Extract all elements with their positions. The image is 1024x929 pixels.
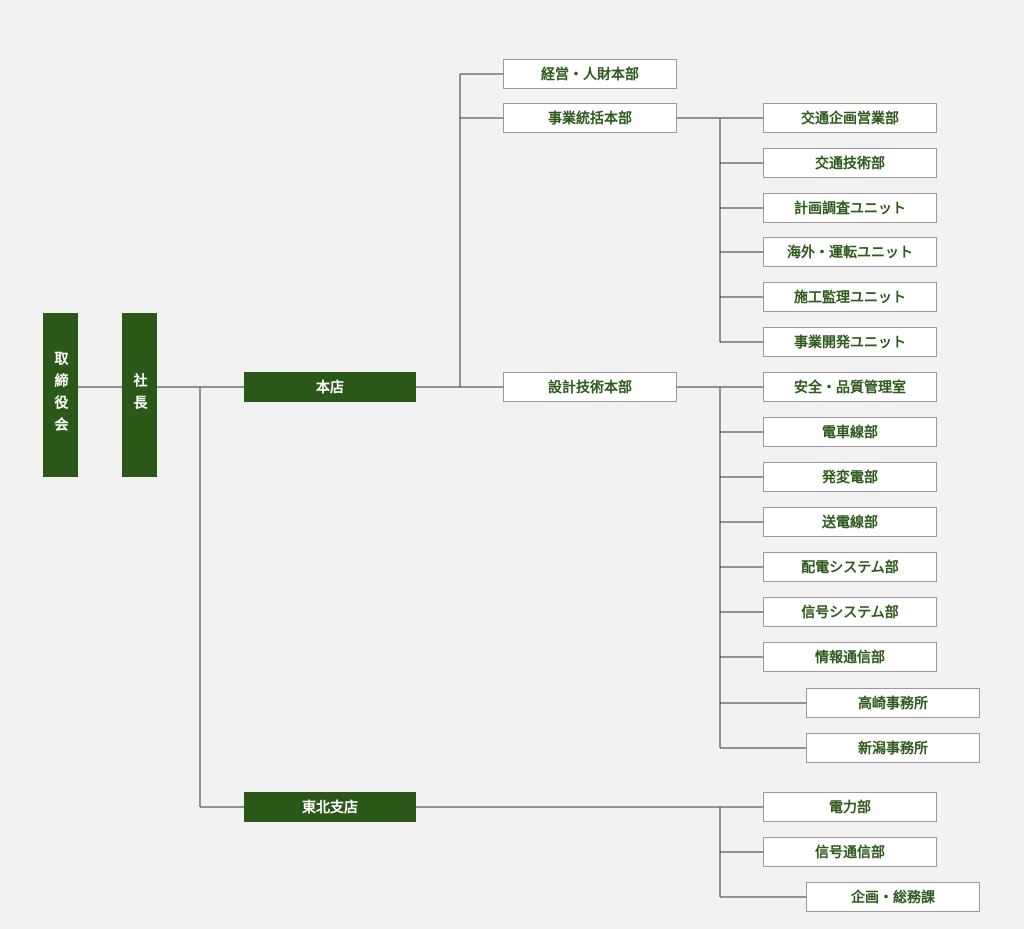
tohoku-branch-box: 東北支店 [244, 792, 416, 822]
design-engineering-box: 設計技術本部 [503, 372, 677, 402]
board-box: 取締役会 [43, 313, 78, 477]
president-box: 社長 [122, 313, 157, 477]
traffic-engineering-box: 交通技術部 [763, 148, 937, 178]
traffic-planning-sales-box: 交通企画営業部 [763, 103, 937, 133]
niigata-office-box: 新潟事務所 [806, 733, 980, 763]
substation-box: 発変電部 [763, 462, 937, 492]
info-telecom-box: 情報通信部 [763, 642, 937, 672]
overseas-operation-unit-box: 海外・運転ユニット [763, 237, 937, 267]
takasaki-office-box: 高崎事務所 [806, 688, 980, 718]
distribution-system-box: 配電システム部 [763, 552, 937, 582]
president-label: 社長 [131, 373, 148, 417]
safety-quality-box: 安全・品質管理室 [763, 372, 937, 402]
transmission-box: 送電線部 [763, 507, 937, 537]
signal-telecom-box: 信号通信部 [763, 837, 937, 867]
management-hr-box: 経営・人財本部 [503, 59, 677, 89]
signal-system-box: 信号システム部 [763, 597, 937, 627]
board-label: 取締役会 [52, 351, 69, 439]
power-box: 電力部 [763, 792, 937, 822]
planning-general-affairs-box: 企画・総務課 [806, 882, 980, 912]
planning-survey-unit-box: 計画調査ユニット [763, 193, 937, 223]
head-office-box: 本店 [244, 372, 416, 402]
construction-supervision-unit-box: 施工監理ユニット [763, 282, 937, 312]
catenary-box: 電車線部 [763, 417, 937, 447]
business-development-unit-box: 事業開発ユニット [763, 327, 937, 357]
business-control-box: 事業統括本部 [503, 103, 677, 133]
